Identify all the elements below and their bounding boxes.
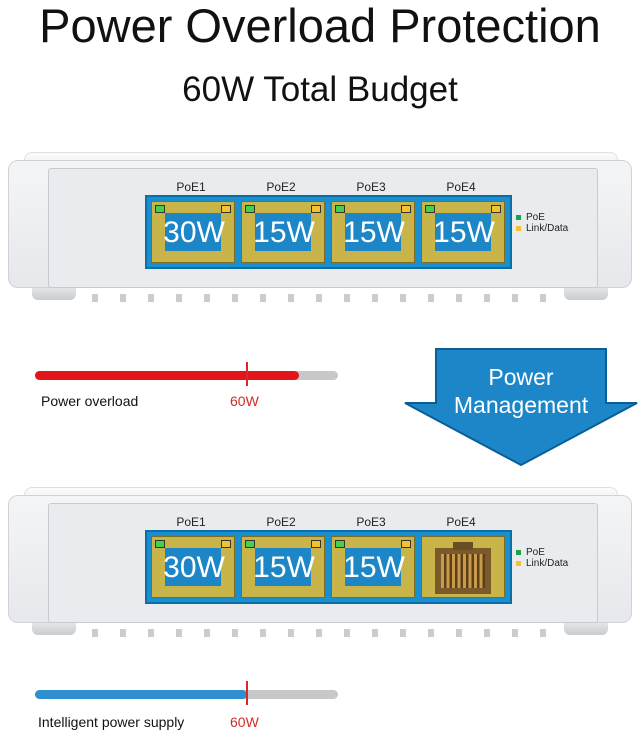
- intelligent-limit: 60W: [230, 714, 259, 730]
- link-led-icon: [311, 540, 321, 548]
- port-wattage: 15W: [433, 216, 495, 249]
- page-title: Power Overload Protection: [39, 0, 601, 52]
- intelligent-label: Intelligent power supply: [38, 714, 185, 730]
- poe-led-icon: [335, 540, 345, 548]
- link-led-icon: [401, 540, 411, 548]
- legend-poe: PoE: [526, 547, 545, 558]
- port-poe4: 15W: [421, 201, 505, 263]
- down-arrow-icon: Power Management: [403, 347, 639, 467]
- legend-link: Link/Data: [526, 223, 569, 234]
- poe-led-icon: [425, 205, 435, 213]
- poe-led-icon: [245, 540, 255, 548]
- port-label-poe2: PoE2: [266, 515, 296, 529]
- port-wattage: 15W: [343, 216, 405, 249]
- overload-bar-fill: [35, 371, 299, 380]
- arrow-line2: Management: [453, 392, 589, 418]
- link-led-icon: [221, 540, 231, 548]
- switch-top: PoE1 PoE2 PoE3 PoE4 30W 15W 15W 15W: [8, 152, 632, 302]
- legend-link: Link/Data: [526, 558, 569, 569]
- port-wattage: 15W: [343, 551, 405, 584]
- port-wattage: 15W: [253, 551, 315, 584]
- vent-slots: [92, 629, 552, 637]
- port-label-poe4: PoE4: [446, 515, 476, 529]
- overload-limit: 60W: [230, 393, 259, 409]
- limit-marker: [246, 681, 248, 705]
- legend: PoE Link/Data: [516, 212, 568, 234]
- link-led-icon: [311, 205, 321, 213]
- switch-foot: [32, 623, 76, 635]
- port-label-poe1: PoE1: [176, 180, 206, 194]
- port-poe2: 15W: [241, 536, 325, 598]
- switch-foot: [564, 623, 608, 635]
- overload-label: Power overload: [41, 393, 139, 409]
- port-block: 30W 15W 15W 15W: [145, 195, 512, 269]
- poe-legend-icon: [516, 214, 521, 220]
- port-poe1: 30W: [151, 201, 235, 263]
- arrow-line1: Power: [488, 364, 554, 390]
- port-label-poe3: PoE3: [356, 180, 386, 194]
- link-legend-icon: [516, 560, 521, 566]
- limit-marker: [246, 362, 248, 386]
- rj45-port-icon: [435, 542, 491, 594]
- port-poe3: 15W: [331, 201, 415, 263]
- poe-legend-icon: [516, 549, 521, 555]
- poe-led-icon: [245, 205, 255, 213]
- port-label-poe3: PoE3: [356, 515, 386, 529]
- port-wattage: 30W: [163, 551, 225, 584]
- port-label-poe2: PoE2: [266, 180, 296, 194]
- legend: PoE Link/Data: [516, 547, 568, 569]
- port-label-poe1: PoE1: [176, 515, 206, 529]
- legend-poe: PoE: [526, 212, 545, 223]
- poe-led-icon: [155, 205, 165, 213]
- switch-bottom: PoE1 PoE2 PoE3 PoE4 30W 15W 15W PoE Link…: [8, 487, 632, 637]
- link-led-icon: [221, 205, 231, 213]
- switch-foot: [564, 288, 608, 300]
- link-led-icon: [401, 205, 411, 213]
- poe-led-icon: [335, 205, 345, 213]
- intelligent-bar-fill: [35, 690, 247, 699]
- link-led-icon: [491, 205, 501, 213]
- page-subtitle: 60W Total Budget: [182, 70, 458, 109]
- vent-slots: [92, 294, 552, 302]
- port-poe3: 15W: [331, 536, 415, 598]
- link-legend-icon: [516, 225, 521, 231]
- port-poe2: 15W: [241, 201, 325, 263]
- port-label-poe4: PoE4: [446, 180, 476, 194]
- port-wattage: 15W: [253, 216, 315, 249]
- port-poe4: [421, 536, 505, 598]
- port-wattage: 30W: [163, 216, 225, 249]
- switch-foot: [32, 288, 76, 300]
- port-block: 30W 15W 15W: [145, 530, 512, 604]
- port-poe1: 30W: [151, 536, 235, 598]
- poe-led-icon: [155, 540, 165, 548]
